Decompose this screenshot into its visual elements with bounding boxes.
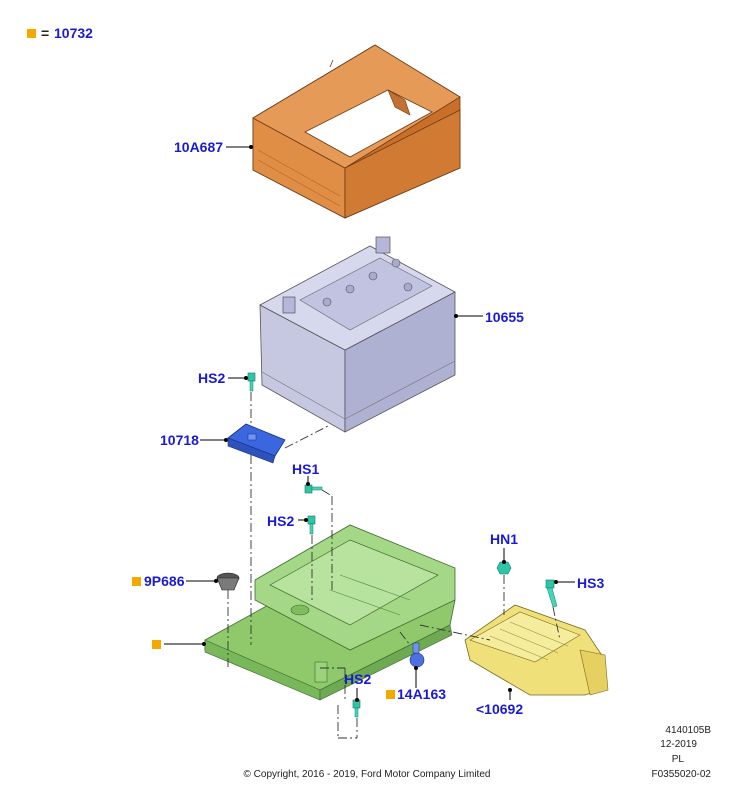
callout-hs2-top: HS2 (198, 370, 225, 386)
footer-date: 12-2019 (660, 739, 697, 750)
callout-bracket: <10692 (476, 701, 523, 717)
battery-tray-bracket (464, 604, 609, 696)
spacer-9p686 (216, 572, 240, 591)
assembly-lines (227, 392, 561, 739)
bolt-hs2-top (247, 372, 256, 392)
callout-tray-cover: 10A687 (174, 139, 223, 155)
footer-lang: PL (672, 754, 685, 765)
legend-marker-spacer (132, 577, 141, 586)
legend-marker-clip (386, 690, 395, 699)
callout-spacer: 9P686 (144, 573, 185, 589)
callout-hs3: HS3 (577, 575, 604, 591)
legend-marker-tray (152, 640, 161, 649)
callout-clamp: 10718 (160, 432, 199, 448)
footer-ref-number: 4140105B (665, 725, 711, 736)
battery-tray-cover (252, 44, 461, 219)
bolt-hs3 (545, 579, 558, 608)
bolt-hs2-bottom (352, 699, 361, 718)
battery-tray (204, 524, 456, 701)
battery-clamp (227, 423, 286, 464)
callout-battery: 10655 (485, 309, 524, 325)
battery (259, 236, 456, 433)
nut-hn1 (496, 561, 512, 575)
callout-hs1: HS1 (292, 461, 319, 477)
footer-figure-id: F0355020-02 (652, 769, 712, 780)
callout-hs2-bottom: HS2 (344, 671, 371, 687)
callout-hn1: HN1 (490, 531, 518, 547)
callout-hs2-mid: HS2 (267, 513, 294, 529)
legend-marker (27, 29, 36, 38)
harness-clip-14a163 (409, 642, 425, 668)
callout-harness-clip: 14A163 (397, 686, 446, 702)
legend-part-number: 10732 (54, 25, 93, 41)
footer-copyright: © Copyright, 2016 - 2019, Ford Motor Com… (244, 769, 491, 780)
bolt-hs2-mid (307, 515, 316, 535)
bolt-hs1 (304, 484, 323, 494)
legend-equals: = (41, 25, 49, 41)
